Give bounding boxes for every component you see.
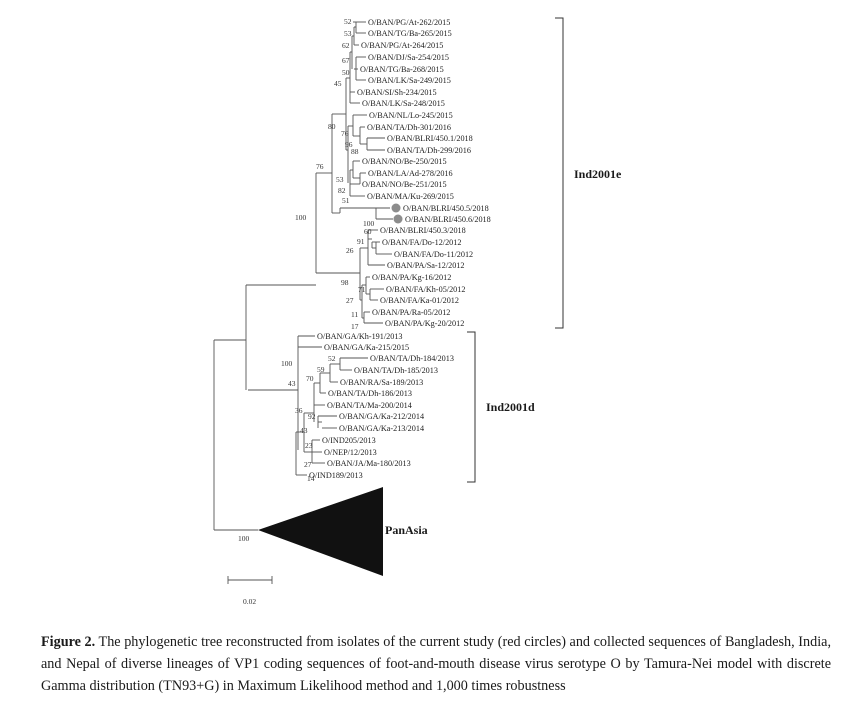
clade-label-ind2001d: Ind2001d [486,400,535,414]
bootstrap-value: 100 [363,219,375,228]
bootstrap-value: 43 [288,379,296,388]
bootstrap-value: 27 [304,460,312,469]
taxon-label: O/BAN/BLRI/450.1/2018 [387,134,473,143]
bootstrap-value: 27 [346,296,354,305]
bootstrap-value: 82 [338,186,346,195]
panasia-collapsed-triangle [258,487,383,576]
taxon-label: O/BAN/DJ/Sa-254/2015 [368,53,449,62]
caption-label: Figure 2. [41,634,96,650]
bootstrap-value: 50 [342,68,350,77]
caption-text: The phylogenetic tree reconstructed from… [41,634,831,694]
taxon-label: O/IND205/2013 [322,436,376,445]
bootstrap-value: 53 [344,29,352,38]
taxon-label: O/BAN/TA/Dh-186/2013 [328,389,412,398]
ind2001e-branches [246,21,393,324]
bootstrap-value: 80 [328,122,336,131]
bootstrap-value: 88 [351,147,359,156]
bootstrap-value: 98 [341,278,349,287]
taxon-label: O/BAN/FA/Kh-05/2012 [386,285,465,294]
bootstrap-value: 70 [306,374,314,383]
taxon-label: O/BAN/BLRI/450.5/2018 [403,204,489,213]
bootstrap-values: 52 53 62 67 50 45 80 76 96 88 76 53 82 5… [238,17,375,543]
taxon-label: O/BAN/TG/Ba-268/2015 [360,65,444,74]
bootstrap-value: 62 [342,41,350,50]
taxon-label: O/BAN/PA/Ra-05/2012 [372,308,450,317]
taxon-label: O/BAN/TA/Ma-200/2014 [327,401,412,410]
clade-annotations: Ind2001e Ind2001d PanAsia [385,17,622,537]
bootstrap-value: 11 [351,310,358,319]
bootstrap-value: 100 [238,534,250,543]
taxon-label: O/BAN/MA/Ku-269/2015 [367,192,454,201]
taxon-label: O/BAN/GA/Ka-212/2014 [339,412,424,421]
taxon-label: O/BAN/FA/Ka-01/2012 [380,296,459,305]
taxon-label: O/BAN/GA/Ka-215/2015 [324,343,409,352]
taxon-label: O/BAN/NO/Be-250/2015 [362,157,447,166]
taxon-label: O/BAN/GA/Ka-213/2014 [339,424,424,433]
bootstrap-value: 36 [295,406,303,415]
taxon-label: O/BAN/LA/Ad-278/2016 [368,169,453,178]
taxon-label: O/BAN/PA/Kg-16/2012 [372,273,451,282]
bootstrap-value: 53 [336,175,344,184]
panasia-clade [213,340,383,576]
taxon-label: O/BAN/PA/Sa-12/2012 [387,261,465,270]
taxon-label: O/BAN/LK/Sa-248/2015 [362,99,445,108]
taxon-label: O/BAN/TA/Dh-299/2016 [387,146,471,155]
bootstrap-value: 51 [342,196,350,205]
taxon-label: O/BAN/BLRI/450.6/2018 [405,215,491,224]
taxon-label: O/BAN/TG/Ba-265/2015 [368,29,452,38]
bootstrap-value: 14 [307,474,315,483]
bootstrap-value: 96 [345,140,353,149]
current-study-marker [393,214,403,224]
scale-bar-label: 0.02 [243,597,256,606]
taxon-label: O/BAN/FA/Do-11/2012 [394,250,473,259]
ind2001e-bracket [555,17,564,329]
bootstrap-value: 59 [317,365,325,374]
bootstrap-value: 45 [334,79,342,88]
taxon-label: O/IND189/2013 [309,471,363,480]
bootstrap-value: 92 [308,412,316,421]
phylogenetic-tree: O/BAN/PG/At-262/2015 O/BAN/TG/Ba-265/201… [213,17,622,606]
taxon-label: O/BAN/PG/At-262/2015 [368,18,450,27]
bootstrap-value: 100 [281,359,293,368]
bootstrap-value: 91 [357,237,365,246]
taxon-label: O/BAN/PA/Kg-20/2012 [385,319,464,328]
taxon-labels: O/BAN/PG/At-262/2015 O/BAN/TG/Ba-265/201… [309,18,491,480]
bootstrap-value: 60 [364,227,372,236]
bootstrap-value: 17 [351,322,359,331]
bootstrap-value: 71 [358,285,366,294]
current-study-marker [391,203,401,213]
taxon-label: O/BAN/LK/Sa-249/2015 [368,76,451,85]
bootstrap-value: 100 [295,213,307,222]
bootstrap-value: 26 [346,246,354,255]
figure-caption: Figure 2. The phylogenetic tree reconstr… [41,631,831,697]
clade-label-panasia: PanAsia [385,523,428,537]
taxon-label: O/BAN/NO/Be-251/2015 [362,180,447,189]
taxon-label: O/NEP/12/2013 [324,448,377,457]
bootstrap-value: 43 [300,426,308,435]
scale-bar: 0.02 [227,576,273,606]
taxon-label: O/BAN/BLRI/450.3/2018 [380,226,466,235]
taxon-label: O/BAN/PG/At-264/2015 [361,41,443,50]
taxon-label: O/BAN/FA/Do-12/2012 [382,238,461,247]
taxon-label: O/BAN/NL/Lo-245/2015 [369,111,453,120]
bootstrap-value: 76 [341,129,349,138]
taxon-label: O/BAN/TA/Dh-301/2016 [367,123,451,132]
clade-label-ind2001e: Ind2001e [574,167,622,181]
ind2001d-branches [214,285,368,476]
taxon-label: O/BAN/GA/Kh-191/2013 [317,332,403,341]
ind2001d-bracket [467,331,476,483]
taxon-label: O/BAN/TA/Dh-185/2013 [354,366,438,375]
bootstrap-value: 52 [344,17,352,26]
taxon-label: O/BAN/RA/Sa-189/2013 [340,378,423,387]
taxon-label: O/BAN/TA/Dh-184/2013 [370,354,454,363]
bootstrap-value: 23 [305,441,313,450]
bootstrap-value: 67 [342,56,350,65]
bootstrap-value: 52 [328,354,336,363]
taxon-label: O/BAN/JA/Ma-180/2013 [327,459,411,468]
bootstrap-value: 76 [316,162,324,171]
taxon-label: O/BAN/SI/Sh-234/2015 [357,88,437,97]
